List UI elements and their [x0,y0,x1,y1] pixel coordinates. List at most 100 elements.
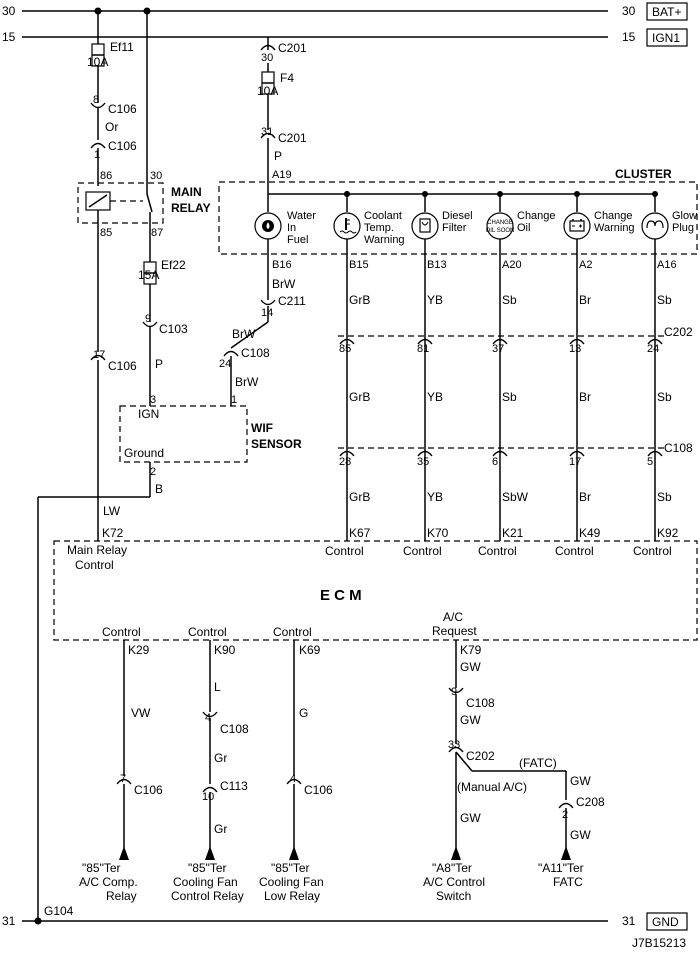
ecm-title: E C M [320,587,362,604]
col-3-wire-mid-label: Sb [502,390,517,404]
connector-c108-pin24 [223,350,239,357]
col-3-wire-bot-label: SbW [502,490,529,504]
col-2-wire-top-label: YB [427,293,443,307]
col-5-c108-pin: 5 [647,456,653,468]
col-4-wire-mid-label: Br [579,390,591,404]
col-5-c202-pin: 24 [647,343,659,355]
col-4-c108-terminal [569,450,585,457]
pin-4-c106: 4 [290,773,296,785]
pin-33: 33 [448,739,460,751]
dest-arrow-1 [119,846,129,860]
relay-term-86: 86 [100,170,112,182]
wire-l-label: L [214,680,221,694]
wire-gw-label-1: GW [460,660,481,674]
col-2-c202-terminal [417,338,433,345]
pin-17: 17 [93,349,105,361]
wire-brw-label-1: BrW [272,277,296,291]
col-4-c202-terminal [569,338,585,345]
wif-pin-1: 1 [231,394,237,406]
ign-left-num: 15 [2,30,16,44]
dest-3-line-2: Cooling Fan [259,875,324,889]
connector-c106-pin1 [90,142,106,149]
col-2-c108-pin: 35 [417,456,429,468]
dest-2-line-1: "85"Ter [188,861,227,875]
diagram-id: J7B15213 [632,936,686,950]
ign-right-num: 15 [622,30,636,44]
col-3-wire-top-label: Sb [502,293,517,307]
wire-gw-label-3: GW [570,774,591,788]
relay-switch-arm [146,193,153,213]
col-3-lamp-label-1: Change [517,210,556,222]
ecm-pin-k79: K79 [460,643,482,657]
c113-label: C113 [220,779,248,793]
dest-1-line-2: A/C Comp. [79,875,138,889]
dest-arrow-5 [561,846,571,860]
connector-c208-pin2 [558,802,574,809]
pin-7: 7 [120,773,126,785]
ecm-main-relay-control-1: Main Relay [67,543,127,557]
dest-1-line-1: "85"Ter [82,861,121,875]
col-2-lamp-label-2: Filter [442,222,467,234]
col-3-lamp-label-2: Oil [517,222,530,234]
dest-5-line-2: FATC [553,875,583,889]
wire-gw-label-2: GW [460,713,481,727]
ground-g104-label: G104 [44,904,74,918]
pin-9-c108: 9 [451,686,457,698]
col-4-wire-top-label: Br [579,293,591,307]
ecm-ac-request-2: Request [432,624,477,638]
ground-g104-dot [34,917,42,925]
wif-ground: Ground [124,446,164,460]
col-5-wire-top-label: Sb [657,293,672,307]
col-2-c108-terminal [417,450,433,457]
connector-c202-pin33 [448,746,464,753]
connector-c106-pin4 [286,778,302,785]
wire-or-label: Or [105,120,118,134]
dest-3-line-1: "85"Ter [271,861,310,875]
col-3-c108-terminal [492,450,508,457]
wif-pin-2: 2 [150,466,156,478]
col-3-c202-terminal [492,338,508,345]
c106-label-2: C106 [108,139,137,153]
connector-c201-pin30 [260,44,276,51]
cluster-columns: CoolantTemp.WarningB15GrB85GrB28GrBK67Co… [325,191,697,558]
lamp-water-label-3: Fuel [287,234,308,246]
col-1-lamp-label-1: Coolant [364,210,402,222]
col-1-ecm-control: Control [325,544,364,558]
dest-arrow-3 [289,846,299,860]
col-4-ecm-pin: K49 [579,526,601,540]
relay-term-30: 30 [150,170,162,182]
col-2-c202-pin: 81 [417,343,429,355]
wif-ign: IGN [138,407,159,421]
dest-2-line-2: Cooling Fan [173,875,238,889]
pin-4-c108: 4 [205,712,211,724]
dest-5-line-1: "A11"Ter [538,861,584,875]
col-1-c202-pin: 85 [339,343,351,355]
ecm-control-k29: Control [102,625,141,639]
col-2-lamp-label-1: Diesel [442,210,473,222]
wif-title-2: SENSOR [251,437,302,451]
wire-gw-branch-diag [455,751,473,772]
c108-label-cluster: C108 [664,441,693,455]
ign-label: IGN1 [652,31,680,45]
col-4-cluster-pin: A2 [579,259,592,271]
col-1-c108-terminal [339,450,355,457]
main-relay-title-1: MAIN [171,185,202,199]
wire-p-label-1: P [155,357,163,371]
wire-gr-label-2: Gr [214,822,227,836]
water-in-fuel-icon [262,220,274,232]
c106-label-5: C106 [304,783,333,797]
ecm-pin-k29: K29 [128,643,150,657]
c208-label: C208 [576,795,605,809]
fuse-ef11-rating: 10A [87,55,108,69]
pin-30: 30 [261,52,273,64]
col-1-c202-terminal [339,338,355,345]
gnd-label: GND [652,915,679,929]
c202-label: C202 [664,325,693,339]
lamp-water-label-2: In [287,222,296,234]
wif-title-1: WIF [251,421,273,435]
col-3-ecm-pin: K21 [502,526,524,540]
battery-icon [569,219,585,232]
